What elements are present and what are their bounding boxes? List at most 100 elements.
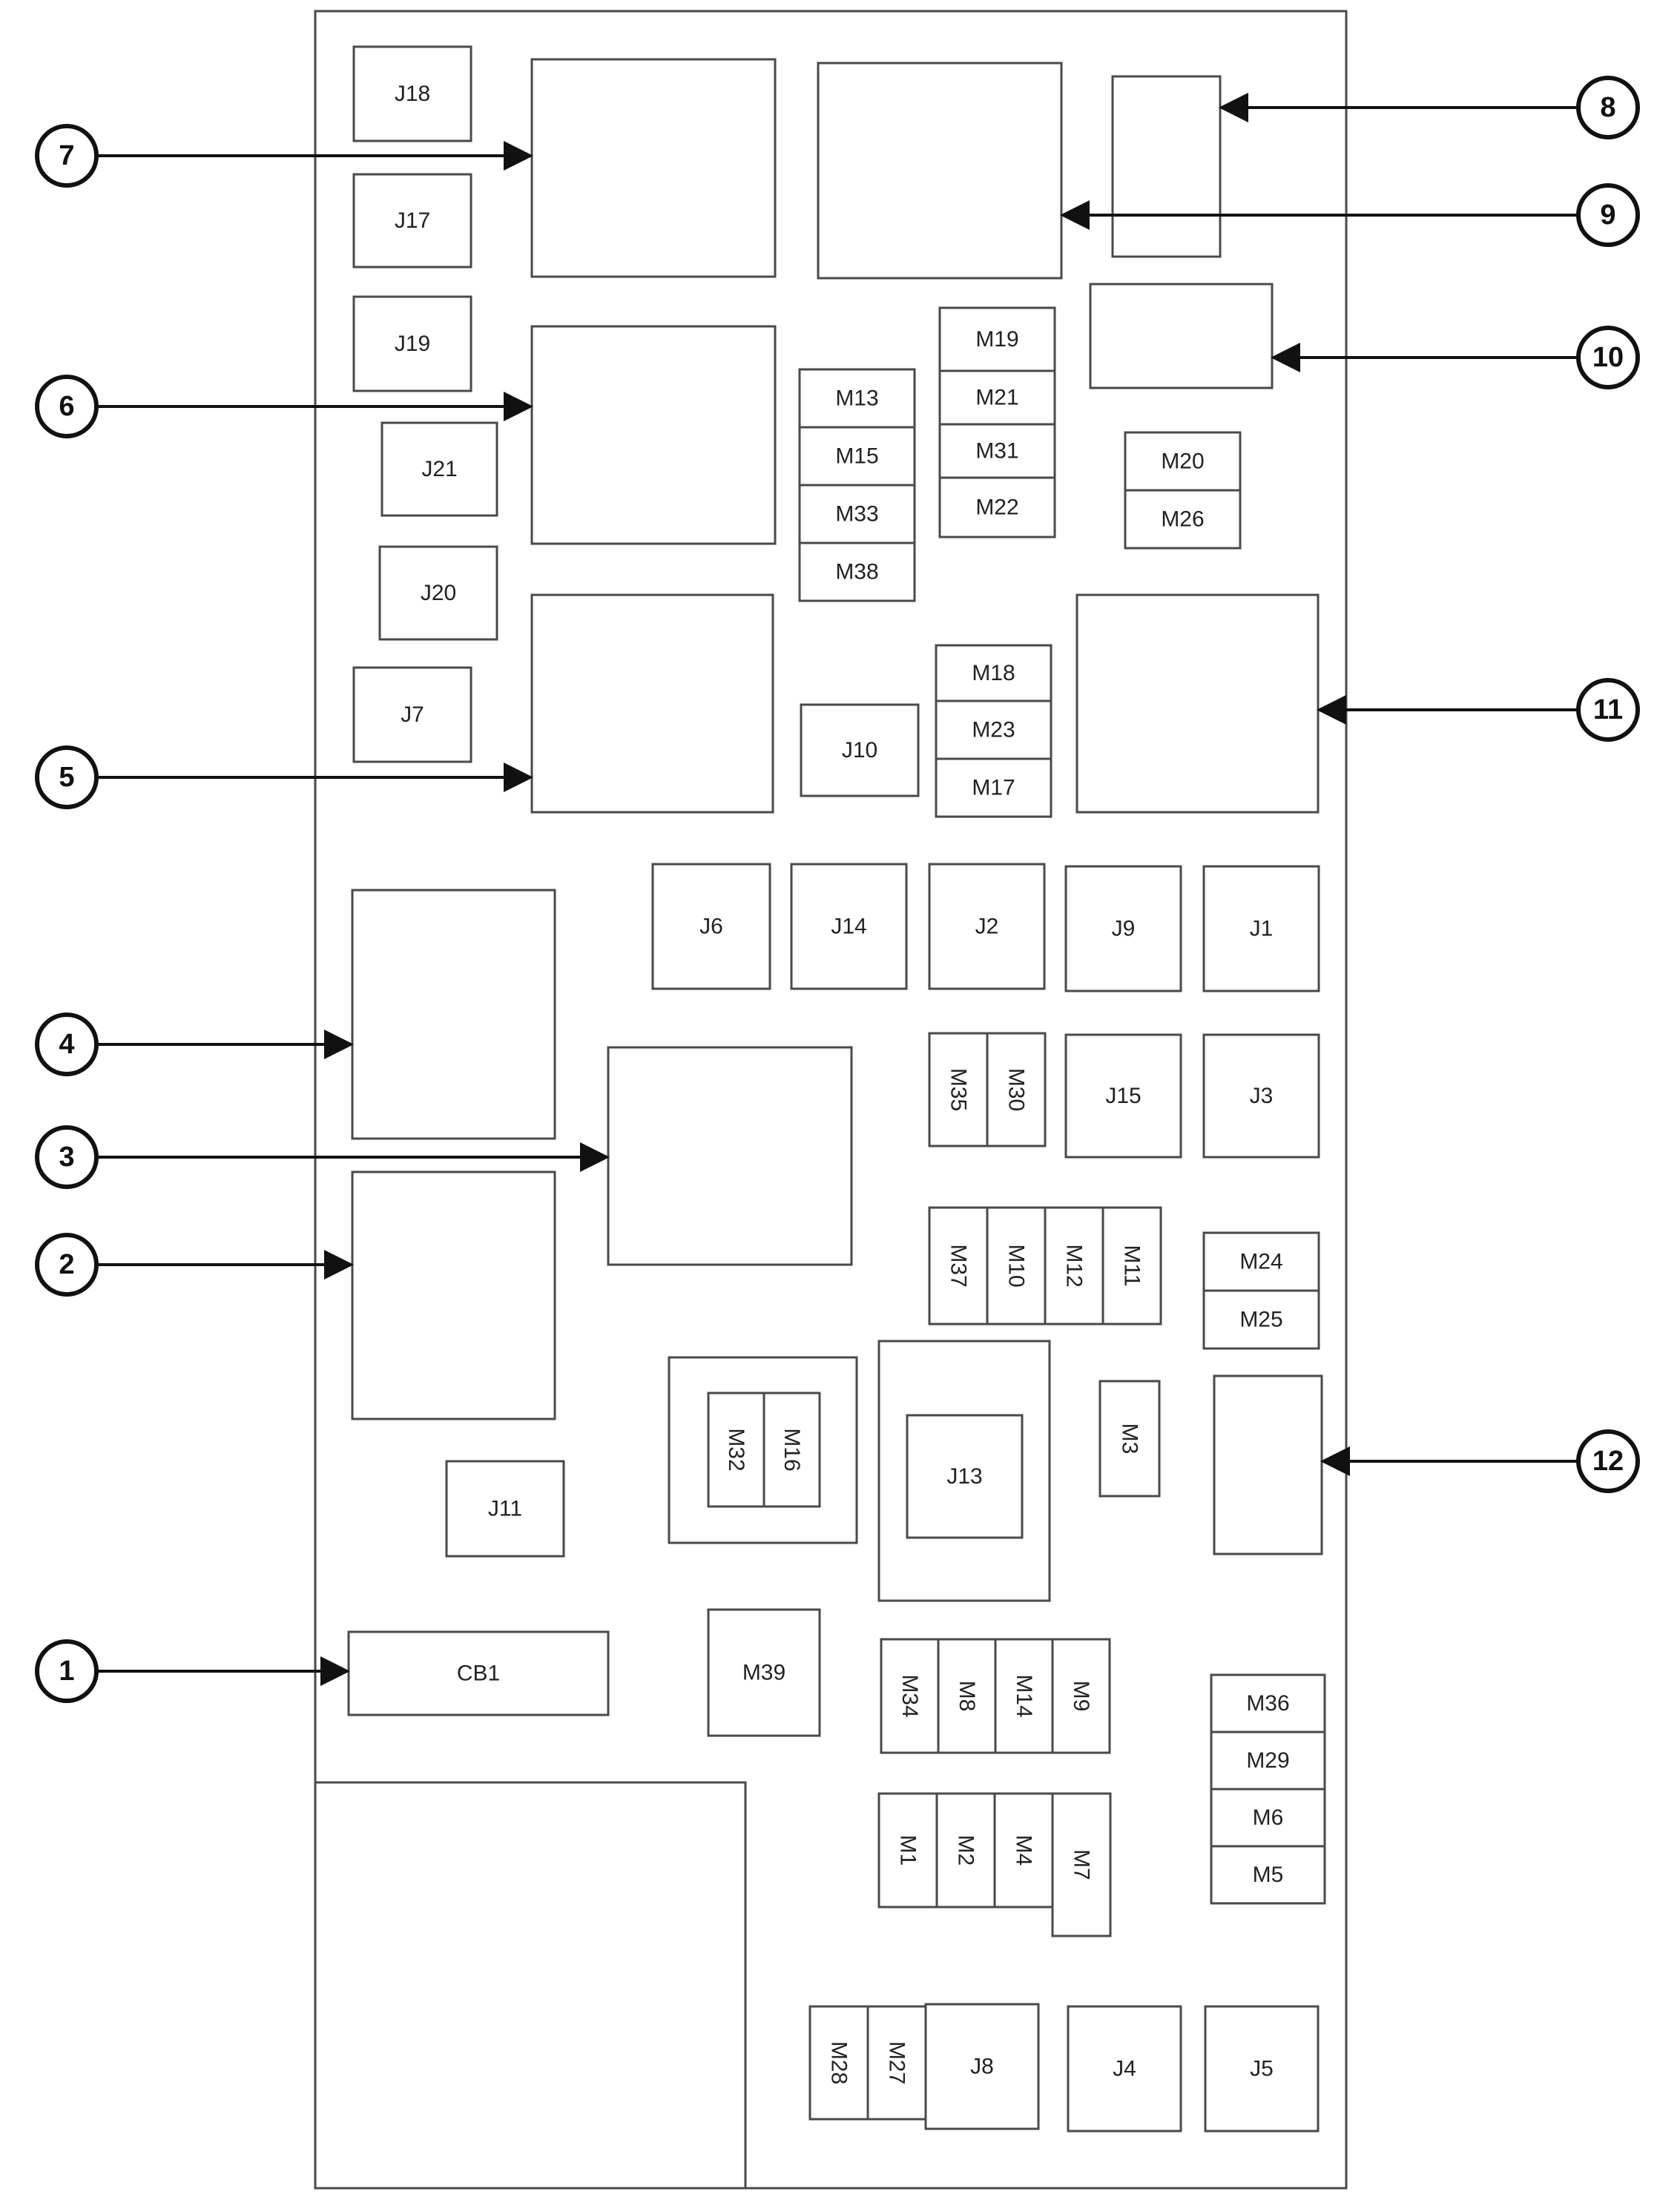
callout-circle-4: [35, 1012, 99, 1076]
callout-number-3: 3: [59, 1142, 74, 1173]
cell-label-m19: M19: [975, 327, 1018, 352]
cell-m15: M15: [798, 426, 916, 487]
block-12: [1213, 1374, 1323, 1555]
block-5: [530, 593, 774, 814]
cell-m1: M1: [877, 1792, 938, 1909]
cell-m30: M30: [986, 1032, 1047, 1147]
cell-m27: M27: [866, 2005, 927, 2121]
cell-label-m30: M30: [1004, 1068, 1029, 1111]
cell-box-m26: [1124, 489, 1242, 550]
cell-box-m29: [1210, 1731, 1326, 1791]
cell-label-m25: M25: [1239, 1308, 1282, 1332]
cell-m2: M2: [935, 1792, 996, 1909]
callout-number-11: 11: [1593, 694, 1623, 725]
callout-3: 3: [35, 1125, 610, 1189]
cell-j1: J1: [1202, 865, 1320, 992]
cell-m16: M16: [762, 1392, 821, 1508]
cell-label-m36: M36: [1246, 1691, 1289, 1716]
callout-number-2: 2: [59, 1249, 74, 1280]
callout-circle-6: [35, 375, 99, 438]
cell-box-m9: [1051, 1638, 1111, 1754]
cell-label-j21: J21: [421, 457, 457, 481]
cell-box-m14: [994, 1638, 1054, 1754]
cell-box-m28: [808, 2005, 869, 2121]
cell-box-m32: [707, 1392, 765, 1508]
cell-m8: M8: [937, 1638, 997, 1754]
block-8: [1111, 75, 1222, 258]
callout-11: 11: [1317, 678, 1640, 742]
cell-box-m17: [935, 757, 1053, 818]
cell-j19: J19: [352, 295, 472, 392]
cell-box-m16: [762, 1392, 821, 1508]
cell-box-m6: [1210, 1788, 1326, 1848]
cell-label-m7: M7: [1070, 1849, 1094, 1880]
cell-box-m4: [993, 1792, 1054, 1909]
cell-m29: M29: [1210, 1731, 1326, 1791]
callout-circle-8: [1576, 76, 1640, 139]
cell-box-m25: [1202, 1289, 1320, 1350]
block-7: [530, 58, 777, 278]
cell-box-j11: [445, 1460, 565, 1558]
callout-9: 9: [1060, 183, 1640, 247]
cell-label-j13: J13: [946, 1464, 982, 1489]
cell-box-m7: [1051, 1792, 1112, 1937]
cell-label-j8: J8: [970, 2055, 994, 2079]
cell-box-j14: [790, 863, 908, 990]
callout-1: 1: [35, 1639, 350, 1703]
cell-label-m12: M12: [1062, 1244, 1087, 1287]
cell-box-j4: [1067, 2005, 1182, 2133]
callout-circle-7: [35, 124, 99, 188]
cell-label-m8: M8: [955, 1681, 979, 1712]
cell-box-m33: [798, 484, 916, 544]
cell-label-j18: J18: [395, 82, 430, 106]
cell-j21: J21: [381, 421, 498, 517]
cell-label-j2: J2: [975, 915, 999, 939]
callout-4: 4: [35, 1012, 354, 1076]
cell-m24: M24: [1202, 1231, 1320, 1292]
cell-label-m16: M16: [780, 1428, 804, 1471]
callout-number-4: 4: [59, 1029, 74, 1060]
cell-m33: M33: [798, 484, 916, 544]
cell-label-j15: J15: [1105, 1084, 1141, 1108]
block-10: [1089, 283, 1274, 389]
callout-circle-2: [35, 1233, 99, 1297]
callout-number-12: 12: [1592, 1446, 1624, 1477]
cell-label-j3: J3: [1250, 1084, 1274, 1108]
callout-6: 6: [35, 375, 533, 438]
cell-cb1: CB1: [347, 1630, 610, 1716]
cell-j8: J8: [924, 2003, 1040, 2130]
callout-circle-9: [1576, 183, 1640, 247]
cell-box-j10: [800, 703, 920, 797]
cell-box-m8: [937, 1638, 997, 1754]
cell-label-m39: M39: [742, 1661, 785, 1685]
cell-m25: M25: [1202, 1289, 1320, 1350]
cell-j4: J4: [1067, 2005, 1182, 2133]
cell-box-m30: [986, 1032, 1047, 1147]
callout-5: 5: [35, 745, 533, 809]
callout-circle-3: [35, 1125, 99, 1189]
cell-m38: M38: [798, 541, 916, 602]
cell-label-m11: M11: [1120, 1245, 1144, 1286]
cell-label-m24: M24: [1239, 1250, 1282, 1274]
cell-label-m21: M21: [975, 386, 1018, 410]
cell-label-j11: J11: [488, 1497, 522, 1521]
callout-circle-11: [1576, 678, 1640, 742]
cell-m3: M3: [1098, 1380, 1161, 1498]
cell-label-m37: M37: [946, 1244, 971, 1287]
cell-m23: M23: [935, 699, 1053, 760]
cell-m17: M17: [935, 757, 1053, 818]
cell-j18: J18: [352, 45, 472, 142]
callout-circle-1: [35, 1639, 99, 1703]
cell-box-j18: [352, 45, 472, 142]
cell-label-m6: M6: [1253, 1805, 1284, 1830]
cell-j5: J5: [1204, 2005, 1320, 2133]
cell-box-m38: [798, 541, 916, 602]
cell-label-j10: J10: [842, 738, 877, 763]
cell-box-j6: [651, 863, 771, 990]
cell-label-m22: M22: [975, 495, 1018, 520]
callout-number-10: 10: [1592, 342, 1624, 373]
cell-label-j20: J20: [421, 581, 456, 605]
cell-box-m21: [938, 369, 1056, 426]
cell-m35: M35: [928, 1032, 989, 1147]
cell-box-j3: [1202, 1033, 1320, 1159]
